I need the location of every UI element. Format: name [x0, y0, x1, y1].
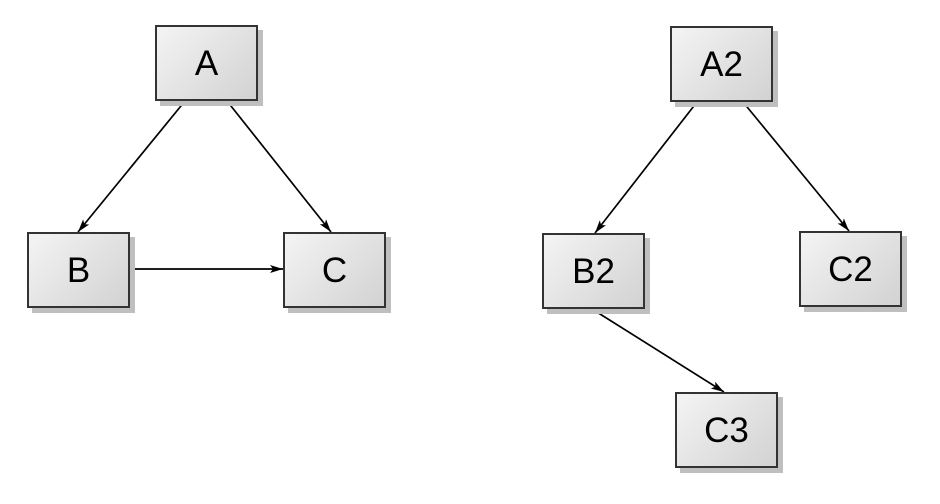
edge-A-C[interactable]: [226, 100, 332, 233]
node-label: A2: [700, 44, 743, 84]
node-B[interactable]: B: [27, 232, 130, 308]
edge-B2-C3[interactable]: [591, 308, 725, 393]
node-label: C: [321, 250, 348, 290]
node-C2[interactable]: C2: [799, 231, 902, 307]
node-A[interactable]: A: [155, 25, 258, 101]
node-label: B: [66, 250, 91, 290]
edge-A-B[interactable]: [77, 100, 186, 233]
node-C3[interactable]: C3: [675, 392, 778, 468]
node-label: B2: [572, 251, 615, 291]
node-label: C2: [828, 249, 873, 289]
node-B2[interactable]: B2: [542, 233, 645, 309]
node-C[interactable]: C: [283, 232, 386, 308]
node-label: A: [194, 43, 219, 83]
edge-A2-B2[interactable]: [594, 101, 698, 234]
node-A2[interactable]: A2: [670, 26, 773, 102]
edge-A2-C2[interactable]: [742, 101, 850, 232]
node-label: C3: [704, 410, 749, 450]
